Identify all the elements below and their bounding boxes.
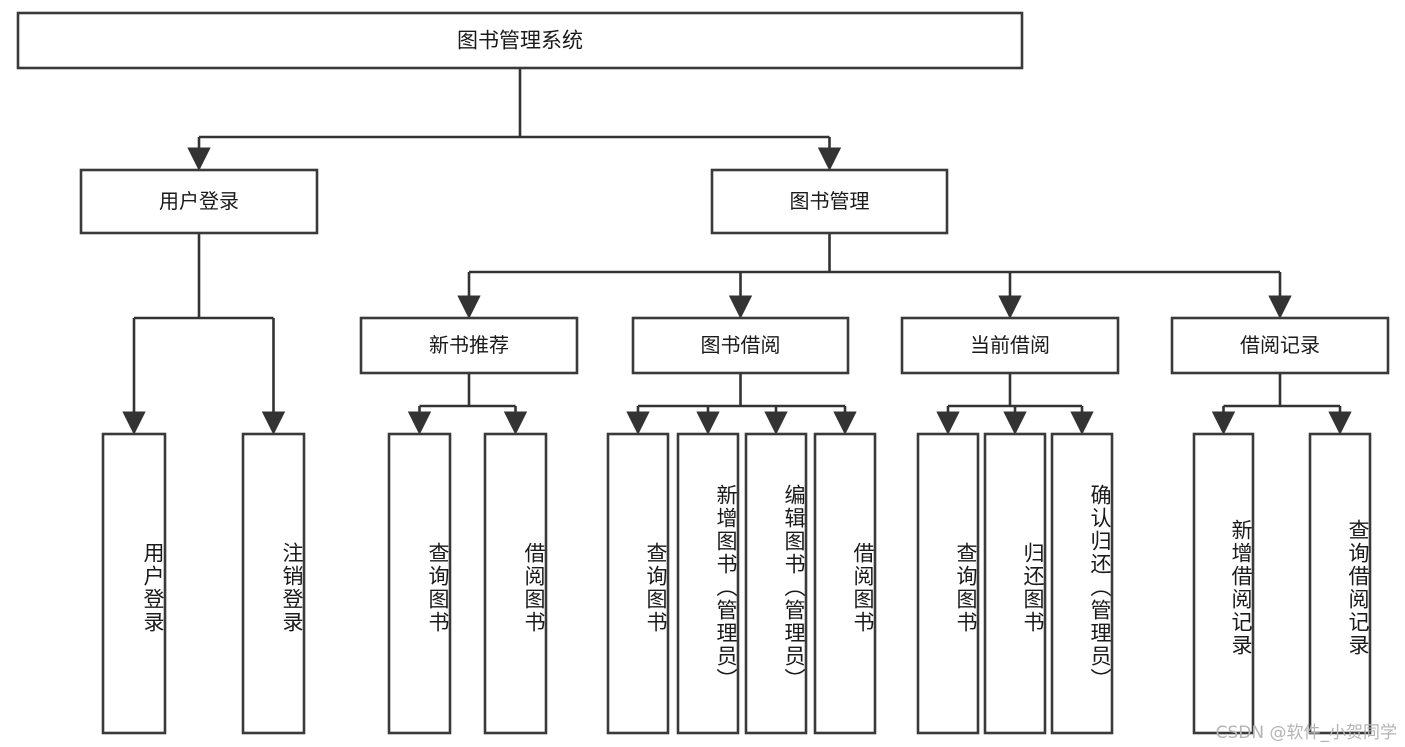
node-leaf-user-login-rect[interactable] (101, 432, 167, 735)
node-book-manage[interactable]: 图书管理 (710, 168, 949, 235)
node-leaf-borrow-book-rect[interactable] (813, 432, 877, 735)
node-leaf-query-book-rec[interactable] (387, 432, 452, 735)
node-user-login-rect[interactable] (79, 168, 319, 235)
node-current-borrow-rect[interactable] (900, 316, 1120, 375)
node-borrow-record-label: 借阅记录 (1240, 333, 1320, 357)
node-leaf-query-book-borrow-rect[interactable] (606, 432, 670, 735)
node-leaf-confirm-return-rect[interactable] (1050, 432, 1114, 735)
node-leaf-borrow-book-rec[interactable] (483, 432, 548, 735)
node-leaf-confirm-return[interactable] (1050, 432, 1114, 735)
node-current-borrow-label: 当前借阅 (970, 333, 1050, 357)
node-book-manage-rect[interactable] (710, 168, 949, 235)
node-leaf-query-book-cur-rect[interactable] (916, 432, 980, 735)
node-leaf-query-book-rec-rect[interactable] (387, 432, 452, 735)
node-leaf-borrow-book[interactable] (813, 432, 877, 735)
node-leaf-user-logout[interactable] (241, 432, 306, 735)
node-book-borrow[interactable]: 图书借阅 (631, 316, 850, 375)
node-leaf-borrow-book-rec-rect[interactable] (483, 432, 548, 735)
node-leaf-add-borrow-record[interactable] (1192, 432, 1255, 735)
node-root-root-rect[interactable] (16, 11, 1024, 70)
node-book-manage-label: 图书管理 (790, 189, 870, 213)
node-book-borrow-label: 图书借阅 (701, 333, 781, 357)
node-leaf-query-borrow-record-rect[interactable] (1308, 432, 1372, 735)
edges-layer (122, 68, 1352, 435)
node-new-book-recommend-label: 新书推荐 (429, 333, 509, 357)
node-leaf-edit-book-rect[interactable] (744, 432, 808, 735)
node-root-root[interactable]: 图书管理系统 (16, 11, 1024, 70)
node-leaf-add-book-rect[interactable] (676, 432, 740, 735)
node-leaf-query-borrow-record[interactable] (1308, 432, 1372, 735)
node-borrow-record-rect[interactable] (1170, 316, 1390, 375)
node-leaf-query-book-cur[interactable] (916, 432, 980, 735)
node-leaf-query-book-borrow[interactable] (606, 432, 670, 735)
watermark-text: CSDN @软件_小贺同学 (1215, 723, 1397, 743)
node-leaf-add-borrow-record-rect[interactable] (1192, 432, 1255, 735)
node-user-login[interactable]: 用户登录 (79, 168, 319, 235)
node-leaf-add-book[interactable] (676, 432, 740, 735)
node-current-borrow[interactable]: 当前借阅 (900, 316, 1120, 375)
node-borrow-record[interactable]: 借阅记录 (1170, 316, 1390, 375)
node-root-root-label: 图书管理系统 (457, 29, 583, 53)
node-leaf-return-book-rect[interactable] (983, 432, 1047, 735)
node-new-book-recommend-rect[interactable] (359, 316, 579, 375)
node-leaf-user-logout-rect[interactable] (241, 432, 306, 735)
node-leaf-return-book[interactable] (983, 432, 1047, 735)
node-leaf-user-login[interactable] (101, 432, 167, 735)
node-new-book-recommend[interactable]: 新书推荐 (359, 316, 579, 375)
node-leaf-edit-book[interactable] (744, 432, 808, 735)
node-user-login-label: 用户登录 (159, 189, 239, 213)
node-book-borrow-rect[interactable] (631, 316, 850, 375)
